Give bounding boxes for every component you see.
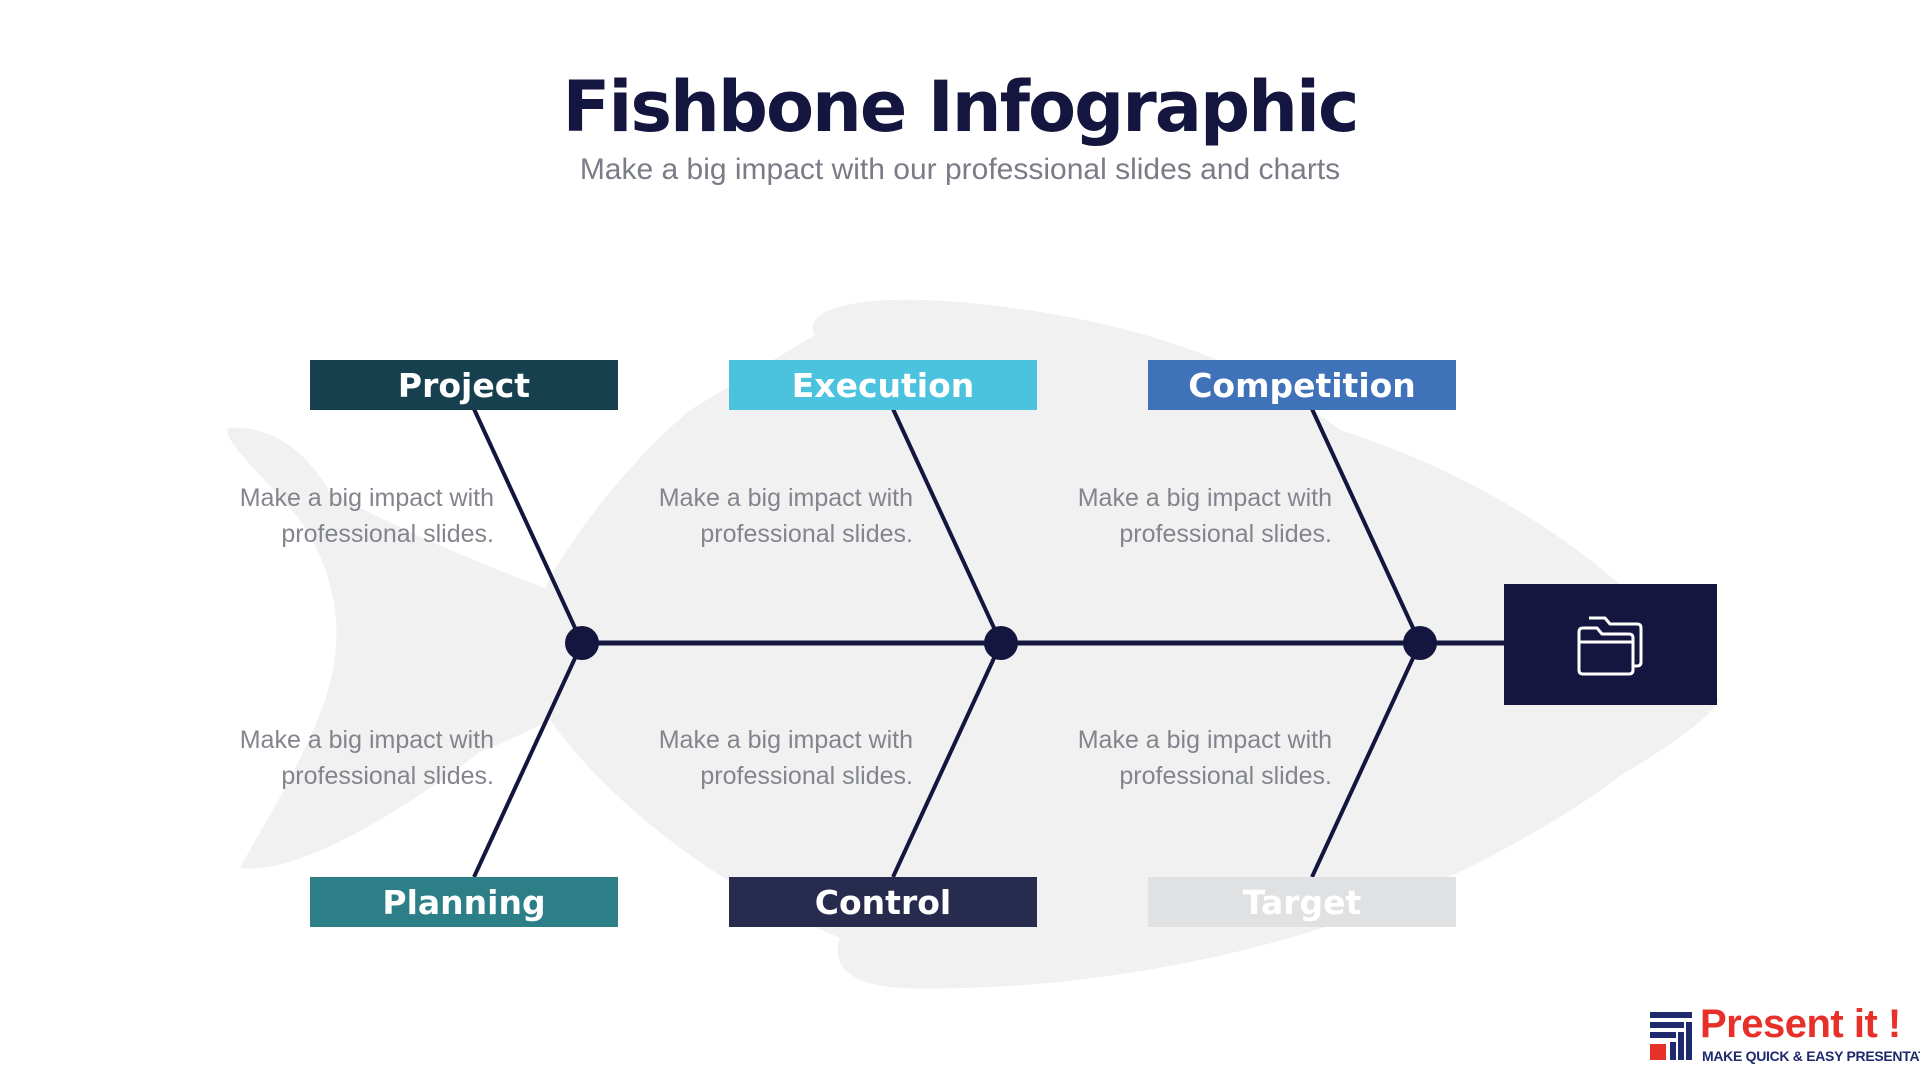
description-project: Make a big impact with professional slid… [194, 480, 494, 552]
category-label-target: Target [1148, 877, 1456, 927]
bone-project [472, 408, 584, 644]
folder-icon [1577, 616, 1642, 675]
category-label-competition: Competition [1148, 360, 1456, 410]
description-line: Make a big impact with [1077, 726, 1332, 754]
category-label-project: Project [310, 360, 618, 410]
description-line: Make a big impact with [1077, 484, 1332, 512]
brand-logo: Present it ! MAKE QUICK & EASY PRESENTAT… [1648, 1002, 1920, 1066]
bone-target [1310, 642, 1422, 878]
description-line: professional slides. [281, 520, 494, 548]
junction-dot [984, 626, 1018, 660]
bar-chart-logo-icon [1650, 1012, 1692, 1060]
description-line: Make a big impact with [239, 484, 494, 512]
category-label-control: Control [729, 877, 1037, 927]
logo-brand-text: Present it ! [1700, 1002, 1901, 1046]
page-subtitle: Make a big impact with our professional … [579, 153, 1341, 186]
fish-head-box [1504, 584, 1717, 705]
junction-dot [1403, 626, 1437, 660]
description-line: professional slides. [281, 762, 494, 790]
description-line: professional slides. [700, 520, 913, 548]
category-label-execution: Execution [729, 360, 1037, 410]
description-execution: Make a big impact with professional slid… [613, 480, 913, 552]
description-competition: Make a big impact with professional slid… [1032, 480, 1332, 552]
logo-tagline: MAKE QUICK & EASY PRESENTATIONS [1702, 1048, 1920, 1064]
description-line: professional slides. [1119, 520, 1332, 548]
bone-control [891, 642, 1003, 878]
junction-dot [565, 626, 599, 660]
page-title: Fishbone Infographic [562, 66, 1360, 148]
description-line: Make a big impact with [658, 726, 913, 754]
description-line: professional slides. [700, 762, 913, 790]
description-line: professional slides. [1119, 762, 1332, 790]
bone-competition [1310, 408, 1422, 644]
category-label-planning: Planning [310, 877, 618, 927]
description-line: Make a big impact with [658, 484, 913, 512]
description-planning: Make a big impact with professional slid… [194, 722, 494, 794]
description-line: Make a big impact with [239, 726, 494, 754]
description-control: Make a big impact with professional slid… [613, 722, 913, 794]
description-target: Make a big impact with professional slid… [1032, 722, 1332, 794]
bone-execution [891, 408, 1003, 644]
bone-planning [472, 642, 584, 878]
